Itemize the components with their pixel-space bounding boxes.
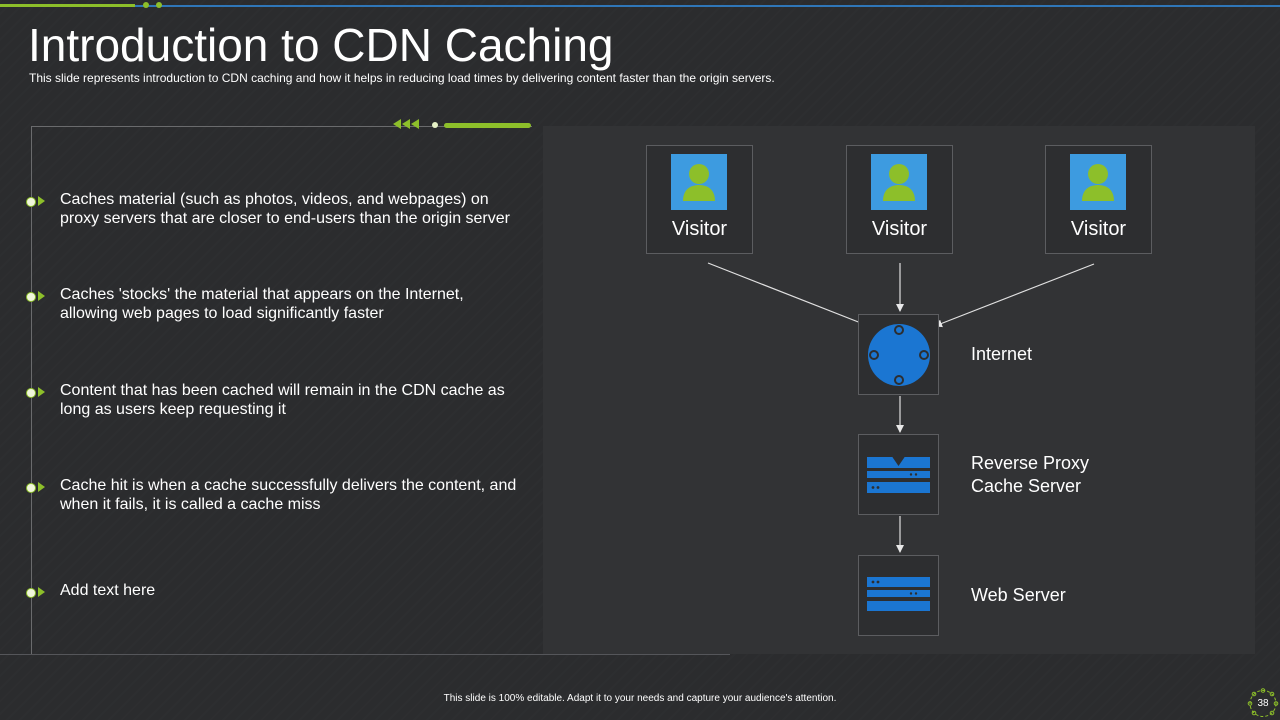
page-number: 38 (1257, 698, 1269, 709)
panel-bottom-divider (0, 654, 730, 655)
bullet-text: Caches material (such as photos, videos,… (60, 191, 510, 227)
user-icon (871, 154, 927, 210)
web-server-node (858, 555, 939, 636)
visitor-label: Visitor (671, 218, 728, 240)
top-rule-accent (0, 4, 135, 7)
visitor-card: Visitor (846, 145, 953, 254)
top-rule (0, 5, 1280, 7)
visitor-label: Visitor (1070, 218, 1127, 240)
user-icon (671, 154, 727, 210)
visitor-card: Visitor (1045, 145, 1152, 254)
visitor-label: Visitor (871, 218, 928, 240)
bullet-text: Content that has been cached will remain… (60, 382, 505, 418)
bullet-marker-icon (26, 587, 48, 599)
bullet-marker-icon (26, 482, 48, 494)
triple-arrow-decoration (393, 119, 419, 129)
bar-decoration (444, 123, 531, 128)
proxy-label-line1: Reverse Proxy (971, 453, 1090, 473)
bullet-marker-icon (26, 196, 48, 208)
dot-decoration (432, 122, 438, 128)
internet-label: Internet (971, 344, 1033, 364)
footer-note: This slide is 100% editable. Adapt it to… (443, 693, 837, 704)
user-icon (1070, 154, 1126, 210)
bullet-text: Add text here (60, 582, 156, 599)
visitor-card: Visitor (646, 145, 753, 254)
proxy-label: Reverse Proxy Cache Server (971, 452, 1089, 498)
bullet-text: Cache hit is when a cache successfully d… (60, 477, 517, 513)
slide-subtitle: This slide represents introduction to CD… (29, 71, 775, 85)
top-dot-decoration (156, 2, 162, 8)
server-download-icon (867, 455, 930, 493)
slide-title: Introduction to CDN Caching (28, 19, 614, 71)
internet-node (858, 314, 939, 395)
globe-network-icon (868, 324, 930, 386)
bullet-marker-icon (26, 387, 48, 399)
proxy-label-line2: Cache Server (971, 476, 1082, 496)
top-dot-decoration (143, 2, 149, 8)
page-number-badge-icon (1247, 688, 1279, 717)
bullet-text: Caches 'stocks' the material that appear… (60, 286, 464, 322)
bullet-marker-icon (26, 291, 48, 303)
server-icon (867, 577, 930, 611)
proxy-node (858, 434, 939, 515)
web-server-label: Web Server (971, 585, 1066, 605)
